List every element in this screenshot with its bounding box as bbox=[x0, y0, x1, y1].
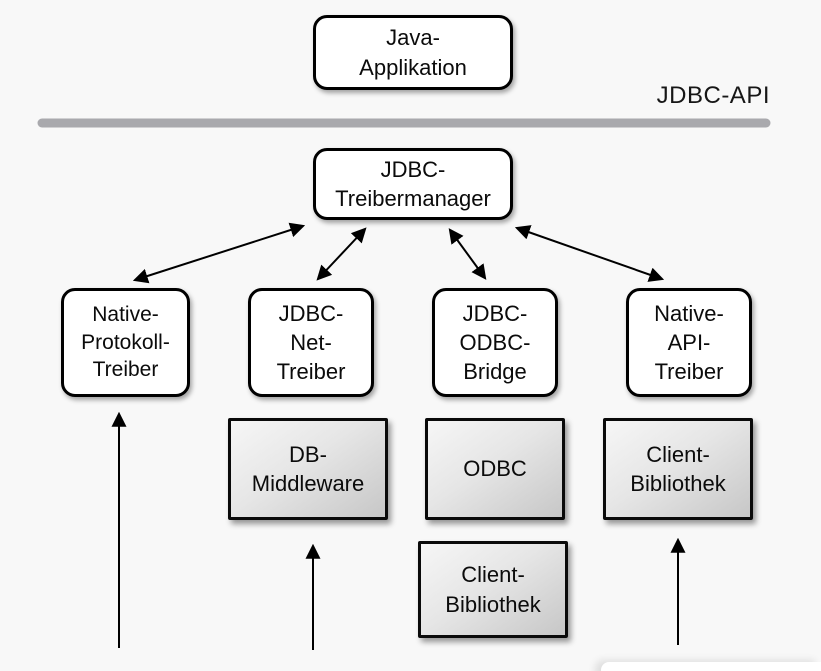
arrow-manager-odbc-bridge bbox=[448, 228, 487, 280]
node-client-bibliothek-center: Client- Bibliothek bbox=[418, 541, 568, 638]
node-db-middleware-label: DB- Middleware bbox=[251, 441, 365, 496]
node-jdbc-net-treiber: JDBC- Net- Treiber bbox=[248, 288, 374, 397]
node-jdbc-net-treiber-label: JDBC- Net- Treiber bbox=[276, 300, 346, 385]
arrow-manager-native-protokoll bbox=[132, 222, 306, 284]
node-client-bibliothek-right-label: Client- Bibliothek bbox=[630, 441, 726, 496]
node-client-bibliothek-center-label: Client- Bibliothek bbox=[445, 562, 541, 617]
node-jdbc-treibermanager-label: JDBC- Treibermanager bbox=[335, 156, 491, 211]
node-java-application: Java- Applikation bbox=[313, 15, 513, 90]
node-jdbc-treibermanager: JDBC- Treibermanager bbox=[313, 148, 513, 220]
node-native-protokoll-treiber: Native- Protokoll- Treiber bbox=[61, 288, 190, 397]
node-client-bibliothek-right: Client- Bibliothek bbox=[603, 418, 753, 520]
jdbc-api-label: JDBC-API bbox=[656, 82, 770, 109]
arrow-manager-jdbc-net bbox=[316, 227, 367, 281]
node-native-protokoll-treiber-label: Native- Protokoll- Treiber bbox=[81, 302, 170, 382]
node-jdbc-odbc-bridge: JDBC- ODBC- Bridge bbox=[432, 288, 558, 397]
node-java-application-label: Java- Applikation bbox=[359, 25, 467, 80]
node-jdbc-odbc-bridge-label: JDBC- ODBC- Bridge bbox=[459, 300, 531, 385]
node-native-api-treiber-label: Native- API- Treiber bbox=[654, 300, 724, 385]
partial-box-bottom-right bbox=[601, 662, 821, 671]
node-odbc: ODBC bbox=[425, 418, 565, 520]
node-native-api-treiber: Native- API- Treiber bbox=[626, 288, 752, 397]
node-odbc-label: ODBC bbox=[463, 456, 527, 482]
arrow-manager-native-api bbox=[514, 225, 665, 282]
node-db-middleware: DB- Middleware bbox=[228, 418, 388, 520]
